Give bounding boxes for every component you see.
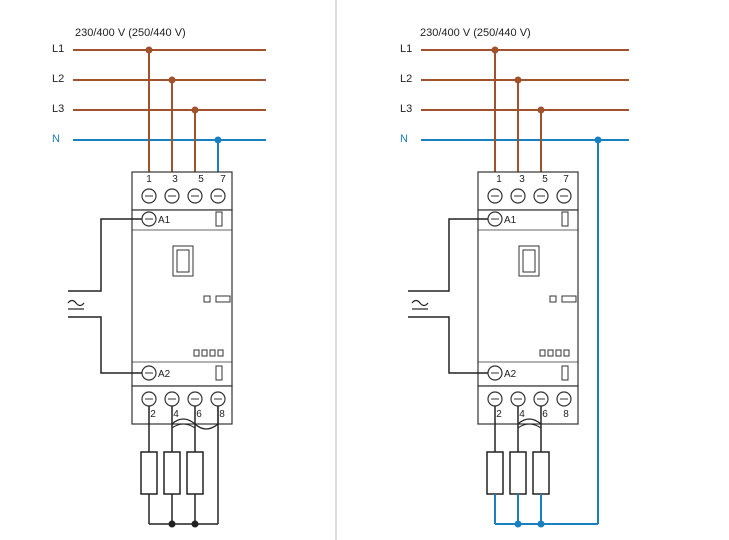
terminal-label-2: 2 bbox=[496, 409, 502, 420]
led-indicator bbox=[549, 295, 557, 303]
led-indicator bbox=[561, 295, 577, 303]
contactor-device: 1 3 5 7 A1 bbox=[131, 171, 233, 425]
junction-dot-l1 bbox=[145, 46, 153, 54]
coil-label-a1: A1 bbox=[158, 215, 171, 226]
junction-dot-l1 bbox=[491, 46, 499, 54]
coil-supply bbox=[408, 218, 488, 374]
terminal-label-2: 2 bbox=[150, 409, 156, 420]
device-body bbox=[477, 209, 579, 387]
load-wiring bbox=[140, 406, 219, 528]
aux-contact-icon bbox=[201, 349, 208, 357]
ac-source-icon bbox=[67, 299, 85, 307]
screw-terminals-bottom bbox=[487, 391, 572, 407]
left-diagram: 230/400 V (250/440 V) L1 L2 L3 N bbox=[52, 27, 266, 528]
terminal-label-5: 5 bbox=[542, 174, 548, 185]
indicator-icon bbox=[215, 211, 223, 227]
terminal-label-4: 4 bbox=[173, 409, 179, 420]
junction-dot bbox=[537, 520, 545, 528]
right-diagram: 230/400 V (250/440 V) L1 L2 L3 N bbox=[400, 27, 629, 528]
line-label-l3: L3 bbox=[52, 103, 64, 115]
line-label-l1: L1 bbox=[400, 43, 412, 55]
junction-dot bbox=[168, 520, 176, 528]
load-wiring bbox=[486, 406, 598, 528]
terminal-label-8: 8 bbox=[219, 409, 225, 420]
display-window-inner bbox=[176, 249, 190, 273]
line-label-l2: L2 bbox=[400, 73, 412, 85]
voltage-label: 230/400 V (250/440 V) bbox=[75, 27, 186, 39]
load-resistor bbox=[486, 451, 504, 495]
line-label-l2: L2 bbox=[52, 73, 64, 85]
auxiliary-wire-loop bbox=[517, 418, 542, 425]
junction-dot-n bbox=[594, 136, 602, 144]
indicator-icon bbox=[561, 365, 569, 381]
auxiliary-wire-loop bbox=[517, 423, 542, 429]
coil-label-a2: A2 bbox=[504, 369, 517, 380]
coil-wire-a2 bbox=[408, 316, 488, 374]
load-resistor bbox=[532, 451, 550, 495]
coil-wire-a1 bbox=[408, 218, 488, 292]
indicator-icon bbox=[215, 365, 223, 381]
terminal-label-4: 4 bbox=[519, 409, 525, 420]
terminal-label-1: 1 bbox=[146, 174, 152, 185]
coil-label-a1: A1 bbox=[504, 215, 517, 226]
aux-contact-icon bbox=[217, 349, 224, 357]
display-window-inner bbox=[522, 249, 536, 273]
indicator-icon bbox=[561, 211, 569, 227]
line-label-l3: L3 bbox=[400, 103, 412, 115]
coil-wire-a1 bbox=[68, 218, 142, 292]
junction-dot-l3 bbox=[537, 106, 545, 114]
junction-dot bbox=[191, 520, 199, 528]
supply-drops bbox=[491, 46, 602, 524]
terminal-label-7: 7 bbox=[563, 174, 569, 185]
junction-dot-l2 bbox=[514, 76, 522, 84]
auxiliary-wire-loop bbox=[171, 406, 219, 430]
junction-dot bbox=[514, 520, 522, 528]
led-indicator bbox=[203, 295, 211, 303]
aux-contact-icon bbox=[539, 349, 546, 357]
aux-contact-icon bbox=[193, 349, 200, 357]
coil-wire-a2 bbox=[68, 316, 142, 374]
terminal-label-8: 8 bbox=[563, 409, 569, 420]
junction-dot-n bbox=[214, 136, 222, 144]
terminal-label-3: 3 bbox=[172, 174, 178, 185]
screw-terminals-top bbox=[487, 188, 572, 204]
contactor-device: 1 3 5 7 A1 bbox=[477, 171, 579, 425]
junction-dot-l3 bbox=[191, 106, 199, 114]
supply-drops bbox=[145, 46, 222, 184]
terminal-label-6: 6 bbox=[196, 409, 202, 420]
terminal-label-7: 7 bbox=[220, 174, 226, 185]
auxiliary-wire-loop bbox=[171, 423, 196, 429]
ac-source-icon bbox=[411, 299, 429, 307]
supply-lines bbox=[73, 49, 266, 141]
terminal-label-6: 6 bbox=[542, 409, 548, 420]
terminal-label-3: 3 bbox=[519, 174, 525, 185]
led-indicator bbox=[215, 295, 231, 303]
coil-label-a2: A2 bbox=[158, 369, 171, 380]
screw-terminals-bottom bbox=[141, 391, 226, 407]
line-label-n: N bbox=[400, 133, 408, 145]
aux-contact-icon bbox=[547, 349, 554, 357]
line-label-n: N bbox=[52, 133, 60, 145]
junction-dot-l2 bbox=[168, 76, 176, 84]
line-label-l1: L1 bbox=[52, 43, 64, 55]
terminal-label-5: 5 bbox=[198, 174, 204, 185]
coil-supply bbox=[67, 218, 142, 374]
aux-contact-icon bbox=[563, 349, 570, 357]
load-resistor bbox=[140, 451, 158, 495]
load-resistor bbox=[186, 451, 204, 495]
voltage-label: 230/400 V (250/440 V) bbox=[420, 27, 531, 39]
supply-lines bbox=[421, 49, 629, 141]
terminal-label-1: 1 bbox=[496, 174, 502, 185]
load-resistor bbox=[509, 451, 527, 495]
load-resistor bbox=[163, 451, 181, 495]
screw-terminals-top bbox=[141, 188, 226, 204]
aux-contact-icon bbox=[209, 349, 216, 357]
aux-contact-icon bbox=[555, 349, 562, 357]
